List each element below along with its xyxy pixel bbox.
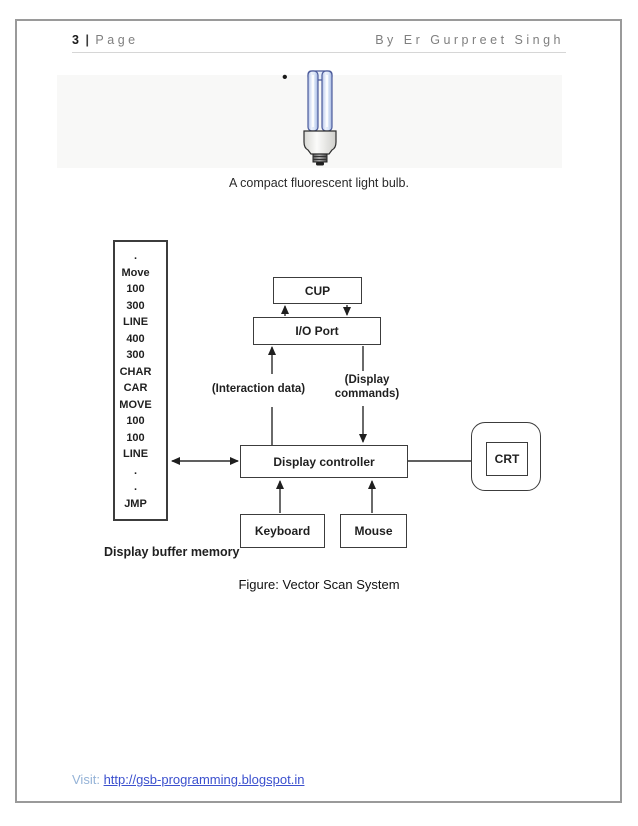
- page-border: [15, 19, 622, 803]
- buffer-item: 300: [126, 349, 145, 362]
- display-controller-box: Display controller: [240, 445, 408, 478]
- crt-monitor-outline: CRT: [471, 422, 541, 491]
- buffer-item: .: [133, 464, 138, 477]
- display-commands-label: (Display commands): [330, 374, 404, 402]
- buffer-item: LINE: [122, 316, 149, 329]
- cfl-bulb-image: [303, 70, 337, 166]
- buffer-item: 100: [126, 415, 145, 428]
- buffer-item: 100: [126, 283, 145, 296]
- display-buffer-memory-label: Display buffer memory: [104, 545, 240, 559]
- buffer-item: MOVE: [119, 398, 152, 411]
- header-left: 3 | Page: [72, 33, 139, 47]
- header-page-word: Page: [95, 33, 139, 47]
- display-buffer-memory-box: . Move 100 300 LINE 400 300 CHAR CAR MOV…: [113, 240, 168, 521]
- list-bullet: •: [282, 69, 288, 86]
- buffer-item: .: [133, 481, 138, 494]
- visit-label: Visit:: [72, 772, 100, 787]
- mouse-box: Mouse: [340, 514, 407, 548]
- buffer-item: CHAR: [119, 365, 152, 378]
- buffer-item: 400: [126, 332, 145, 345]
- buffer-item: 300: [126, 299, 145, 312]
- image-caption: A compact fluorescent light bulb.: [229, 176, 409, 190]
- header-separator: |: [85, 33, 90, 47]
- buffer-item: 100: [126, 431, 145, 444]
- crt-box: CRT: [486, 442, 528, 476]
- page-number: 3: [72, 33, 80, 47]
- io-port-box: I/O Port: [253, 317, 381, 345]
- footer: Visit: http://gsb-programming.blogspot.i…: [72, 772, 304, 787]
- figure-caption: Figure: Vector Scan System: [238, 577, 400, 592]
- interaction-data-label: (Interaction data): [200, 383, 317, 397]
- header-rule: [72, 52, 566, 53]
- buffer-item: CAR: [123, 382, 148, 395]
- blog-link[interactable]: http://gsb-programming.blogspot.in: [103, 772, 305, 787]
- buffer-item: Move: [121, 266, 150, 279]
- buffer-item: JMP: [124, 497, 147, 510]
- header-author: By Er Gurpreet Singh: [375, 33, 564, 47]
- keyboard-box: Keyboard: [240, 514, 325, 548]
- buffer-item: LINE: [122, 448, 149, 461]
- buffer-item: .: [133, 250, 138, 262]
- cup-box: CUP: [273, 277, 362, 304]
